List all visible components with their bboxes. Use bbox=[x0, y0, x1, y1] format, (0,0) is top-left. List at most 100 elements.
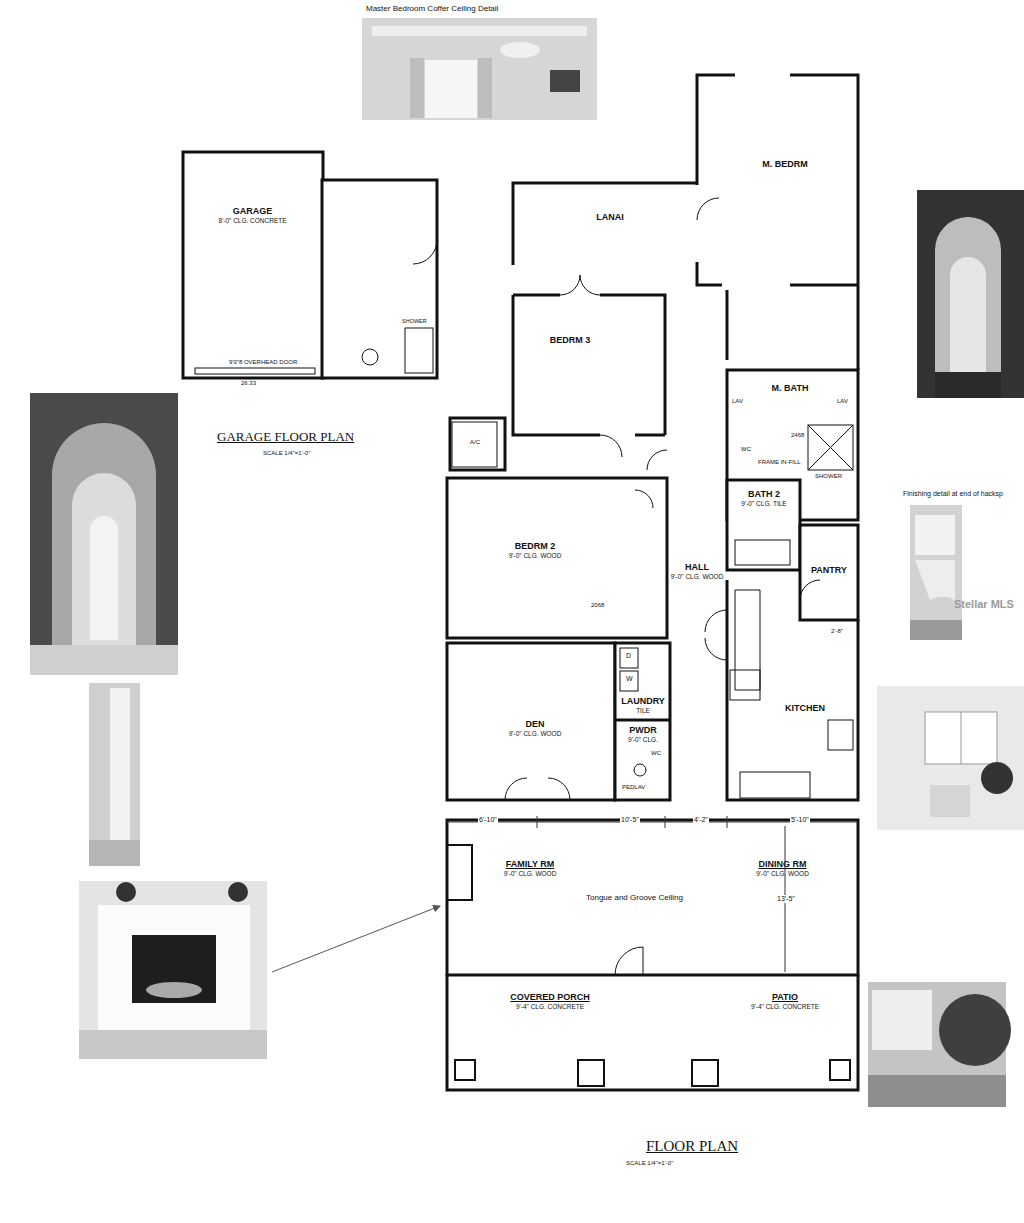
photo-part bbox=[425, 60, 477, 118]
photo-part bbox=[981, 762, 1013, 794]
walls-part bbox=[183, 152, 323, 378]
walls bbox=[447, 75, 858, 1090]
room-label-box: PWDR9'-0" CLG. bbox=[617, 722, 669, 748]
room-note: 9'-0" CLG. WOOD bbox=[756, 870, 809, 877]
photo-caption: Finishing detail at end of hacksp bbox=[902, 490, 1004, 498]
photo-part bbox=[868, 1075, 1006, 1107]
walls-part bbox=[697, 75, 858, 290]
photo-part bbox=[910, 620, 962, 640]
photo-part bbox=[30, 645, 178, 675]
photo-part bbox=[915, 560, 955, 600]
fixtures-part bbox=[405, 328, 433, 373]
room-name: DEN bbox=[525, 720, 544, 730]
fixtures-part bbox=[830, 1060, 850, 1080]
walls-part bbox=[513, 295, 665, 435]
photo-part bbox=[930, 785, 970, 817]
walls-part bbox=[513, 295, 665, 435]
photo bbox=[917, 190, 1024, 398]
photo-part bbox=[550, 70, 580, 92]
photo-part bbox=[910, 505, 962, 640]
room-note: 9'-4" CLG. CONCRETE bbox=[516, 1003, 584, 1010]
photo-part bbox=[89, 840, 140, 866]
photo bbox=[877, 686, 1024, 830]
room-name: LAUNDRY bbox=[621, 697, 665, 707]
plan-annotation: PEDLAV bbox=[621, 784, 646, 791]
plan-annotation: 2'-8" bbox=[830, 628, 844, 635]
plan-annotation: D bbox=[625, 652, 632, 660]
plan-annotation: 13'-5" bbox=[776, 895, 796, 903]
fixtures-part bbox=[578, 1060, 604, 1086]
fixtures-part bbox=[620, 671, 638, 691]
room-label-box: FAMILY RM9'-0" CLG. WOOD bbox=[475, 852, 585, 886]
room-label-box: DINING RM9'-0" CLG. WOOD bbox=[735, 852, 830, 886]
fixtures-part bbox=[634, 764, 646, 776]
room-label-box: PANTRY bbox=[801, 562, 857, 580]
plan-annotation: 9'0"8 OVERHEAD DOOR bbox=[228, 359, 298, 366]
fixtures-part bbox=[740, 772, 810, 798]
room-name: BATH 2 bbox=[748, 490, 780, 500]
plan-annotation: LAV bbox=[836, 398, 849, 405]
photo-part bbox=[478, 58, 492, 118]
walls-part bbox=[615, 719, 670, 722]
photo-part bbox=[362, 18, 597, 120]
fixtures-part bbox=[560, 275, 600, 295]
dimension-lines-part bbox=[727, 816, 728, 828]
plan-annotation: A/C bbox=[469, 439, 481, 446]
room-name: LANAI bbox=[596, 213, 624, 223]
fixtures-part bbox=[195, 368, 315, 374]
fixtures-part bbox=[615, 947, 643, 975]
plan-annotation: 2468 bbox=[790, 432, 805, 439]
photo-part bbox=[52, 423, 156, 675]
walls-part bbox=[726, 290, 729, 360]
walls-part bbox=[447, 820, 858, 975]
plan-title: FLOOR PLAN bbox=[645, 1138, 739, 1155]
dimension-lines bbox=[447, 816, 858, 972]
photo-part bbox=[925, 712, 997, 764]
walls-part bbox=[800, 525, 858, 620]
plan-annotation: LAV bbox=[731, 398, 744, 405]
photo-part bbox=[872, 990, 932, 1050]
fixtures-part bbox=[705, 610, 727, 660]
fixtures-part bbox=[413, 240, 437, 264]
room-label-box: PATIO9'-4" CLG. CONCRETE bbox=[735, 985, 835, 1019]
plan-annotation: SHOWER bbox=[401, 318, 428, 324]
room-name: BEDRM 2 bbox=[515, 542, 556, 552]
room-label-box: LANAI bbox=[565, 205, 655, 230]
photo-part bbox=[917, 190, 1024, 398]
room-name: PANTRY bbox=[811, 566, 847, 576]
photo-part bbox=[877, 686, 1024, 830]
plan-annotation: 2068 bbox=[590, 602, 605, 609]
room-label-box: DEN9'-0" CLG. WOOD bbox=[485, 712, 585, 746]
plan-annotation: 26.33 bbox=[240, 380, 257, 387]
plan-annotation: Tongue and Groove Ceiling bbox=[585, 893, 684, 902]
watermark: Stellar MLS bbox=[953, 598, 1015, 611]
plan-annotation: WC bbox=[650, 750, 662, 757]
fixtures-part bbox=[800, 580, 820, 600]
fixtures-part bbox=[697, 198, 719, 220]
room-label-box: COVERED PORCH9'-4" CLG. CONCRETE bbox=[490, 985, 610, 1019]
photo-part bbox=[935, 217, 1001, 398]
room-note: 9'-0" CLG. bbox=[628, 736, 658, 743]
room-label-box: LAUNDRYTILE bbox=[617, 693, 669, 719]
room-note: 9'-0" CLG. WOOD bbox=[509, 730, 562, 737]
photo-part bbox=[410, 58, 424, 118]
fixtures-part bbox=[735, 540, 790, 565]
photo bbox=[89, 683, 140, 866]
photo-part bbox=[132, 935, 216, 1003]
room-label-box: BEDRM 3 bbox=[525, 328, 615, 353]
fixtures-part bbox=[620, 648, 638, 668]
fixtures-part bbox=[455, 1060, 475, 1080]
walls-part bbox=[447, 975, 858, 1090]
fixtures-part bbox=[362, 349, 378, 365]
room-name: PATIO bbox=[772, 993, 798, 1003]
photo-part bbox=[72, 473, 136, 660]
fixtures-part bbox=[635, 490, 653, 508]
plan-annotation: SCALE 1/4"=1'-0" bbox=[262, 450, 311, 457]
photo-part bbox=[116, 882, 136, 902]
plan-annotation: FRAME IN-FILL bbox=[757, 459, 802, 466]
fixtures-part bbox=[505, 778, 570, 800]
photo-part bbox=[110, 688, 130, 860]
photo-part bbox=[961, 712, 962, 764]
dimension-lines-part bbox=[665, 816, 666, 828]
